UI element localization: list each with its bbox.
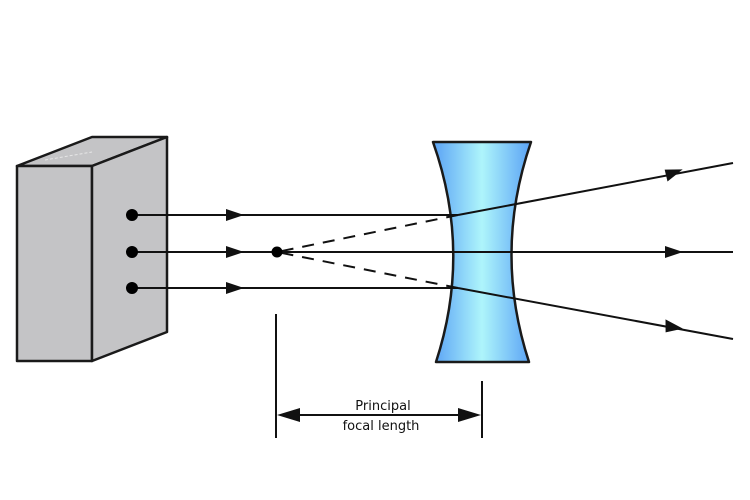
ray-lower-refracted bbox=[457, 287, 734, 340]
arrow-upper-incident-icon bbox=[226, 209, 244, 221]
box-front-face bbox=[15, 164, 94, 363]
ray-upper-virtual-extension bbox=[276, 214, 459, 253]
emitter-dot-center bbox=[126, 246, 138, 258]
focal-length-label-line2: focal length bbox=[343, 419, 420, 434]
emitter-dot-lower bbox=[126, 282, 138, 294]
ray-upper bbox=[132, 162, 734, 253]
emitter-dot-upper bbox=[126, 209, 138, 221]
box-hidden-edge bbox=[44, 151, 93, 161]
ray-upper-refracted bbox=[457, 162, 734, 216]
light-source-box bbox=[15, 135, 169, 363]
dimension-arrow-right-icon bbox=[458, 408, 481, 422]
focal-length-label-line1: Principal bbox=[355, 399, 410, 414]
ray-lower bbox=[132, 251, 734, 340]
arrow-lower-outgoing-icon bbox=[665, 319, 683, 333]
arrow-center-outgoing-icon bbox=[665, 246, 683, 258]
dimension-arrow-left-icon bbox=[277, 408, 300, 422]
focal-point bbox=[271, 246, 283, 258]
arrow-center-incident-icon bbox=[226, 246, 244, 258]
arrow-upper-outgoing-icon bbox=[664, 169, 683, 182]
ray-lower-virtual-extension bbox=[276, 251, 459, 289]
focal-length-dimension bbox=[275, 314, 483, 438]
arrow-lower-incident-icon bbox=[226, 282, 244, 294]
